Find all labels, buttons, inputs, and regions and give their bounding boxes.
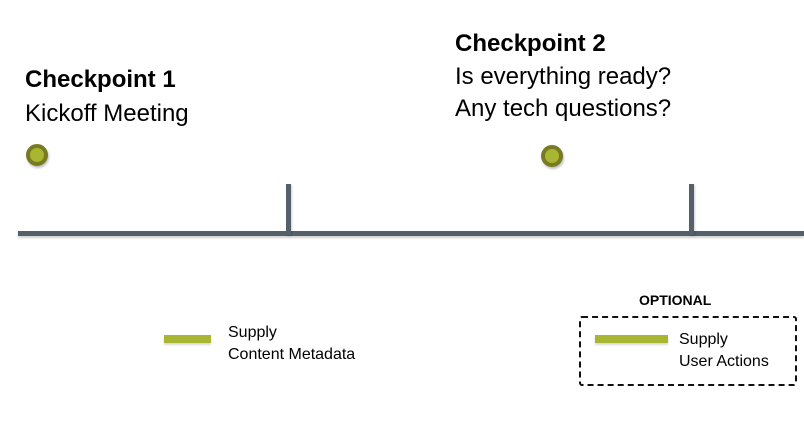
timeline-tick-2	[689, 184, 694, 235]
checkpoint-1-title: Checkpoint 1	[25, 66, 176, 93]
legend-swatch-user-actions	[595, 335, 668, 343]
optional-label: OPTIONAL	[639, 292, 712, 308]
legend-user-actions-line-1: Supply	[679, 331, 728, 348]
checkpoint-2-marker	[541, 145, 563, 167]
checkpoint-2-line-1: Is everything ready?	[455, 63, 672, 90]
checkpoint-2-line-2: Any tech questions?	[455, 95, 672, 122]
timeline-tick-1	[286, 184, 291, 235]
timeline-axis	[18, 231, 804, 236]
legend-content-metadata-line-1: Supply	[228, 324, 277, 341]
optional-box	[579, 316, 797, 386]
checkpoint-1-subtitle: Kickoff Meeting	[25, 100, 189, 127]
legend-swatch-content-metadata	[164, 335, 211, 343]
legend-user-actions-line-2: User Actions	[679, 353, 769, 370]
legend-content-metadata-line-2: Content Metadata	[228, 346, 356, 363]
checkpoint-2-title: Checkpoint 2	[455, 30, 606, 57]
checkpoint-1-marker	[26, 144, 48, 166]
